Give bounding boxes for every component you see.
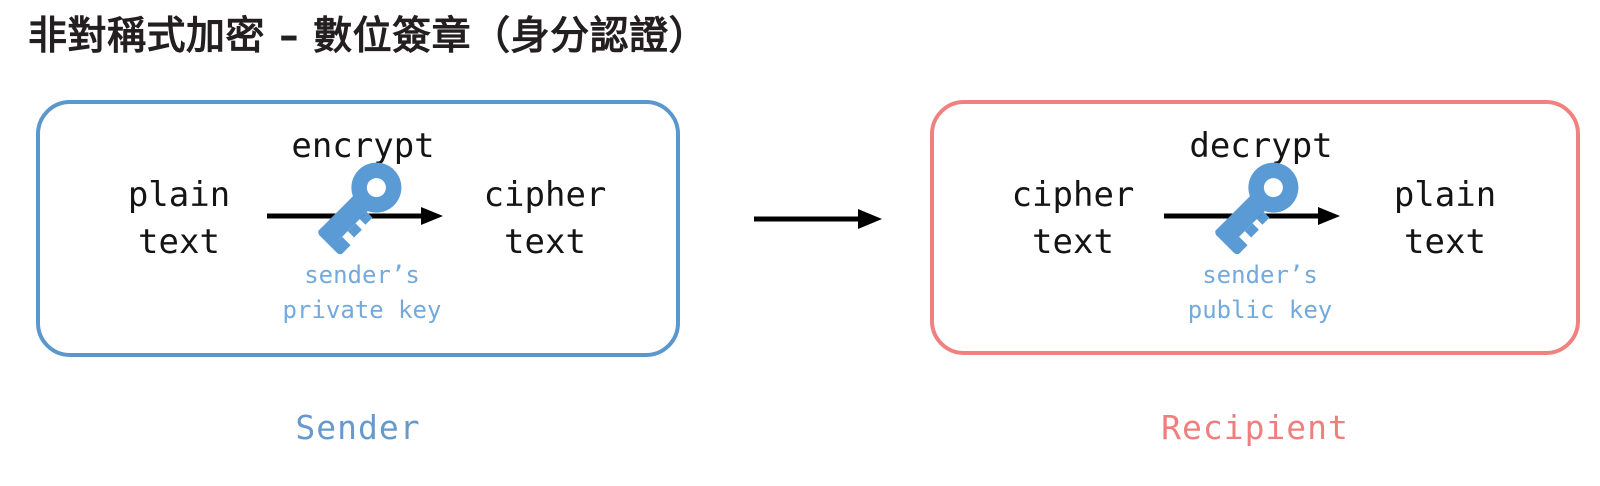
recipient-key-arrow-graphic — [1160, 156, 1350, 260]
sender-input-text: plain text — [127, 175, 231, 262]
page-title: 非對稱式加密 – 數位簽章（身分認證） — [28, 14, 709, 59]
arrow-right-icon — [754, 209, 882, 229]
recipient-key-label: sender’s public key — [1187, 261, 1333, 324]
recipient-operation-label: decrypt — [1189, 126, 1333, 166]
sender-role-caption: Sender — [295, 408, 421, 447]
recipient-panel: decrypt cipher text — [930, 100, 1580, 355]
sender-output-text: cipher text — [483, 175, 607, 262]
transmission-arrow — [742, 196, 888, 242]
sender-key-label: sender’s private key — [282, 261, 442, 324]
recipient-input-text: cipher text — [1011, 175, 1135, 262]
key-icon — [318, 162, 402, 255]
sender-operation-label: encrypt — [291, 126, 435, 166]
key-icon — [1215, 162, 1299, 255]
recipient-output-text: plain text — [1393, 175, 1497, 262]
recipient-role-caption: Recipient — [1161, 408, 1349, 447]
sender-panel: encrypt plain text — [36, 100, 680, 357]
recipient-panel-content: decrypt cipher text — [934, 104, 1576, 351]
sender-panel-content: encrypt plain text — [40, 104, 676, 353]
sender-key-arrow-graphic — [263, 156, 453, 260]
